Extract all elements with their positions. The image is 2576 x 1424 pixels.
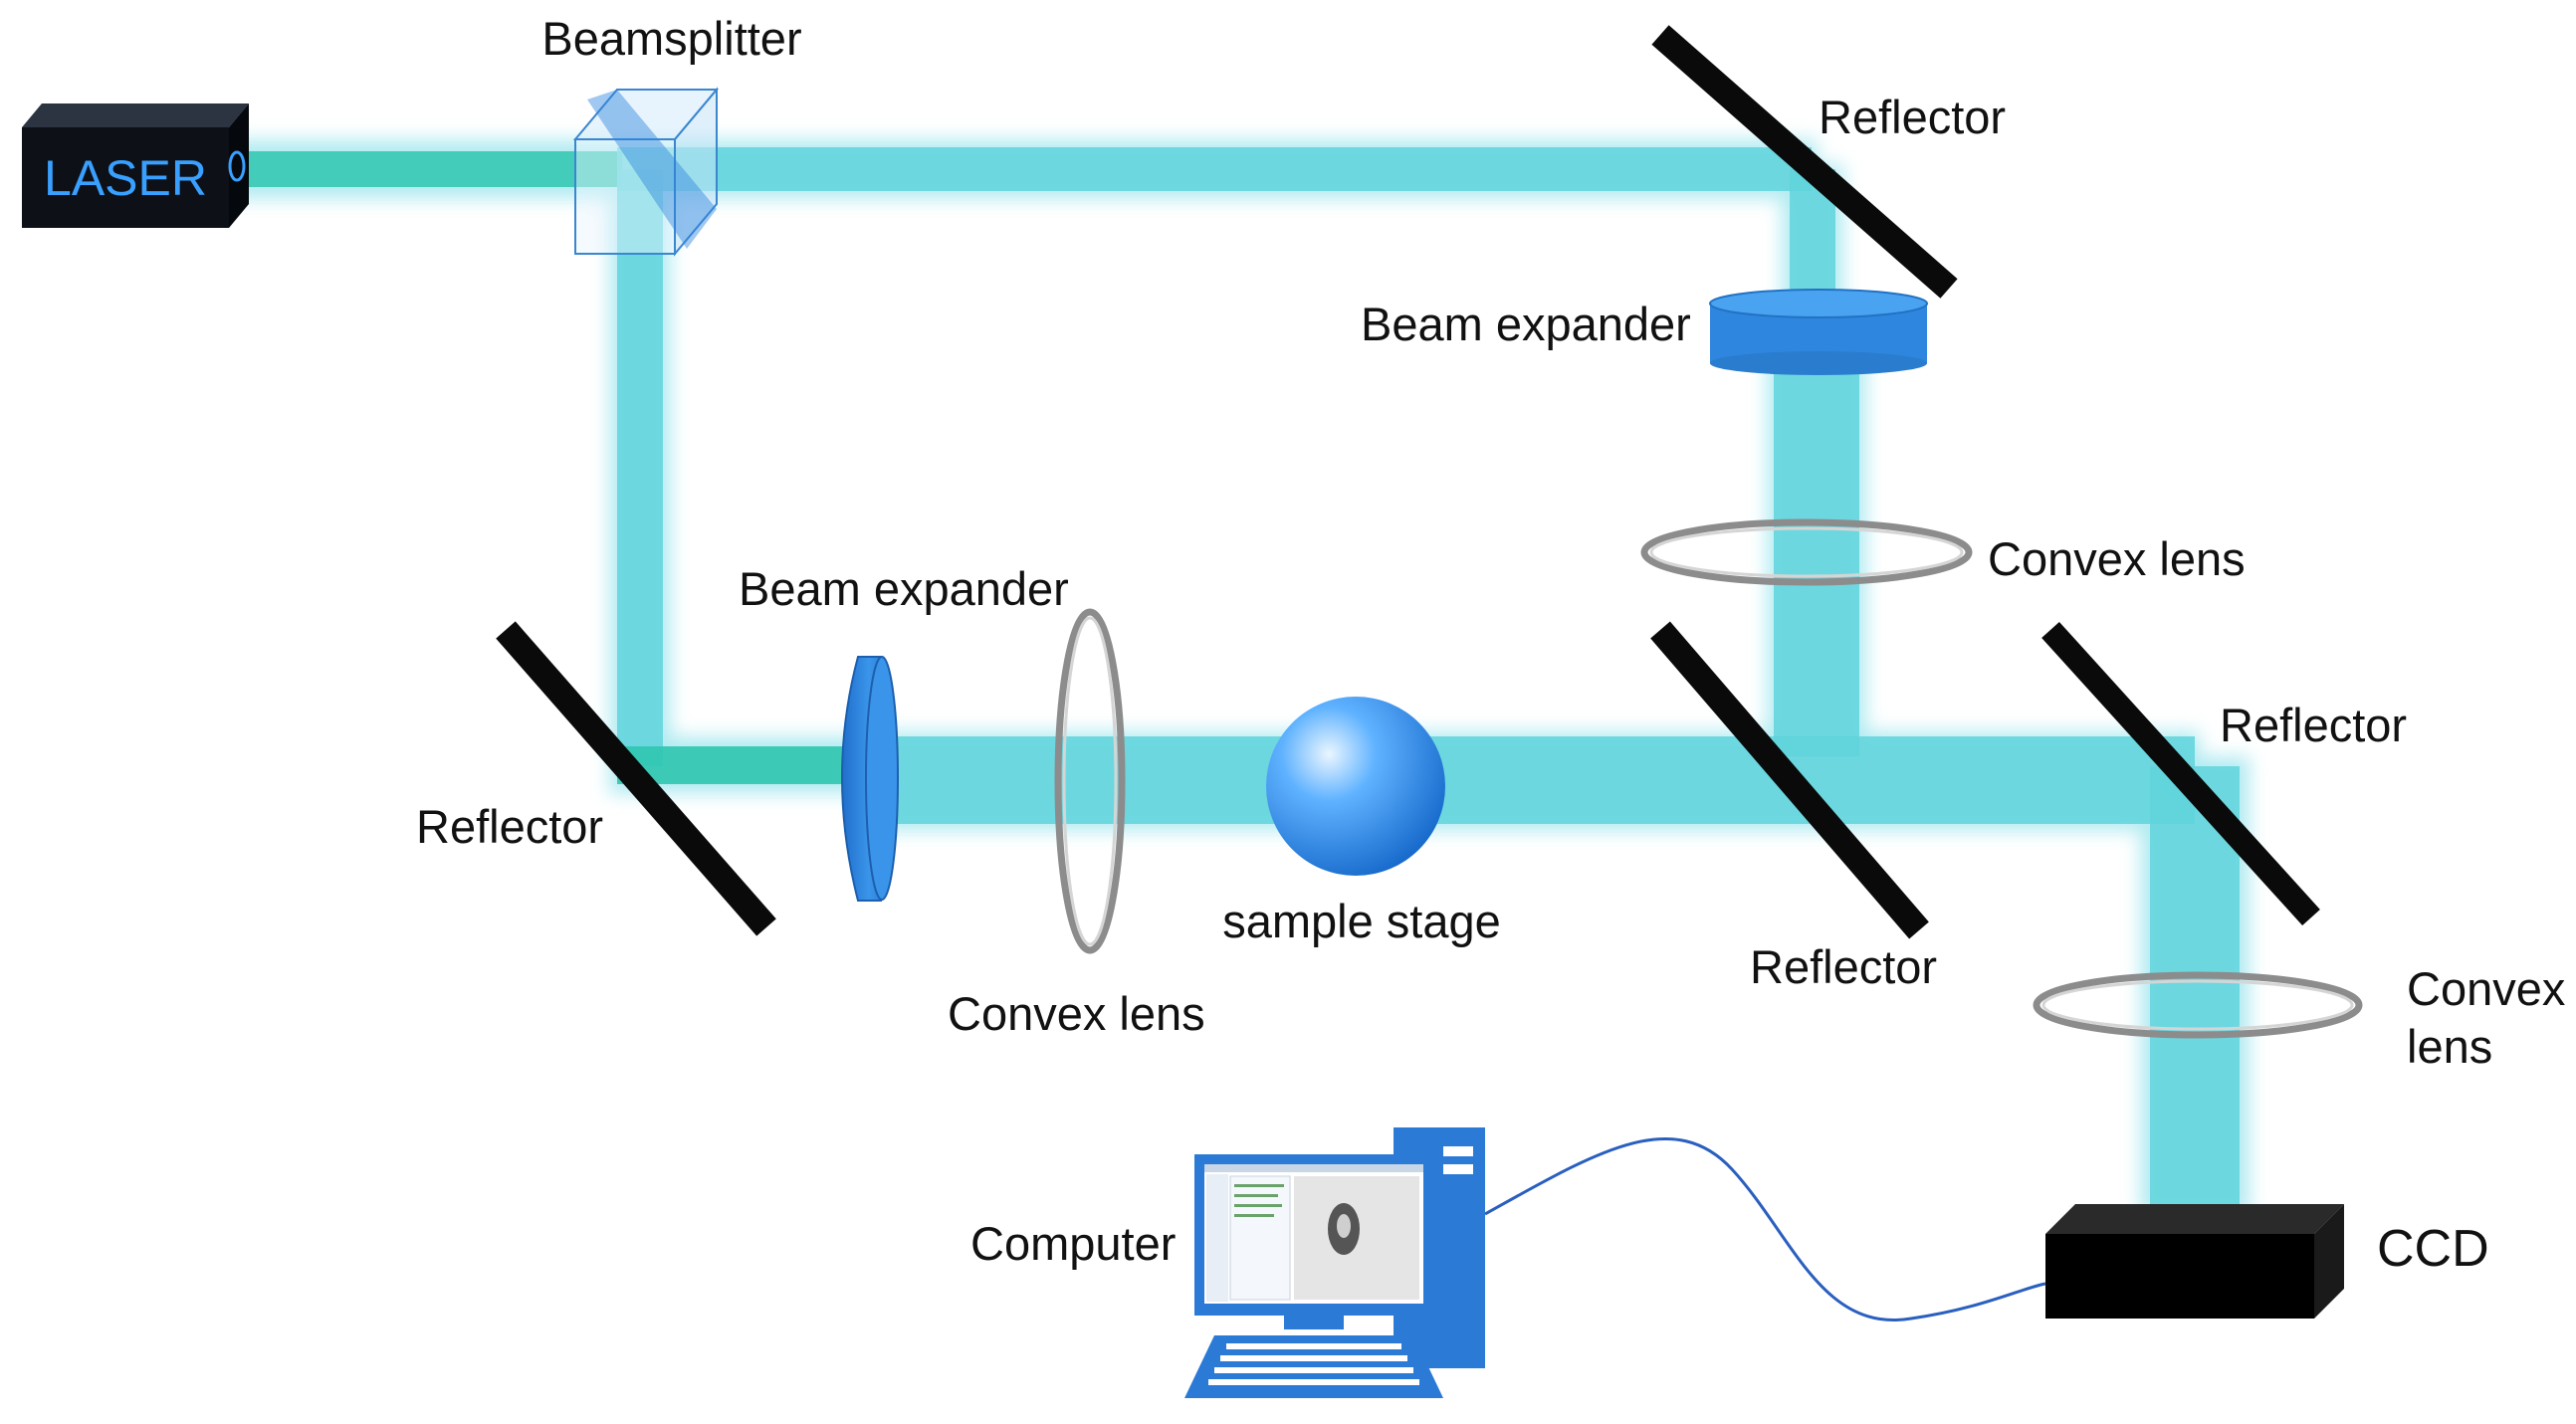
reflector-middle-label: Reflector <box>1750 940 1937 993</box>
beamsplitter-label: Beamsplitter <box>541 12 801 65</box>
beam-expander-top <box>1709 289 1928 375</box>
beam-expander-top-label: Beam expander <box>1361 298 1691 350</box>
reflector-middle <box>1650 621 1929 939</box>
reflector-top-label: Reflector <box>1819 91 2006 143</box>
beam-splitter-down <box>617 169 663 766</box>
sample-stage-sphere <box>1266 697 1445 876</box>
beam-expanded-horizontal <box>881 736 2195 824</box>
sample-stage-label: sample stage <box>1222 895 1501 947</box>
convex-lens-right-label-line2: lens <box>2407 1020 2492 1073</box>
beam-laser-to-splitter <box>224 151 622 187</box>
reflector-left-label: Reflector <box>416 800 603 853</box>
beam-to-ccd <box>2150 766 2240 1209</box>
convex-lens-top-label: Convex lens <box>1988 532 2246 585</box>
convex-lens-lower <box>1054 608 1126 954</box>
beam-paths <box>224 139 2250 1214</box>
computer-label: Computer <box>970 1217 1176 1270</box>
reflector-top <box>1651 25 1958 299</box>
convex-lens-lower-label: Convex lens <box>948 987 1205 1040</box>
beam-splitter-to-top-reflector <box>617 147 1812 191</box>
convex-lens-right-label-line1: Convex <box>2407 962 2565 1015</box>
ccd-camera <box>2045 1204 2344 1319</box>
ccd-label: CCD <box>2377 1220 2489 1278</box>
laser-label: LASER <box>44 150 207 206</box>
beam-expanded-vertical <box>1774 363 1859 756</box>
convex-lens-right <box>2033 971 2363 1039</box>
beam-expander-lower <box>841 656 899 902</box>
beam-expander-lower-label: Beam expander <box>739 562 1069 615</box>
beam-to-lower-expander <box>617 746 878 784</box>
beamsplitter-cube <box>572 87 720 257</box>
computer-ccd-cable <box>1484 1136 2046 1322</box>
computer-icon <box>1184 1127 1485 1398</box>
reflector-right <box>2041 621 2320 926</box>
reflector-left <box>496 621 776 936</box>
convex-lens-top <box>1640 518 1973 586</box>
laser-source: LASER <box>22 103 249 228</box>
beam-glow <box>224 139 2250 1214</box>
reflector-right-label: Reflector <box>2220 699 2407 751</box>
